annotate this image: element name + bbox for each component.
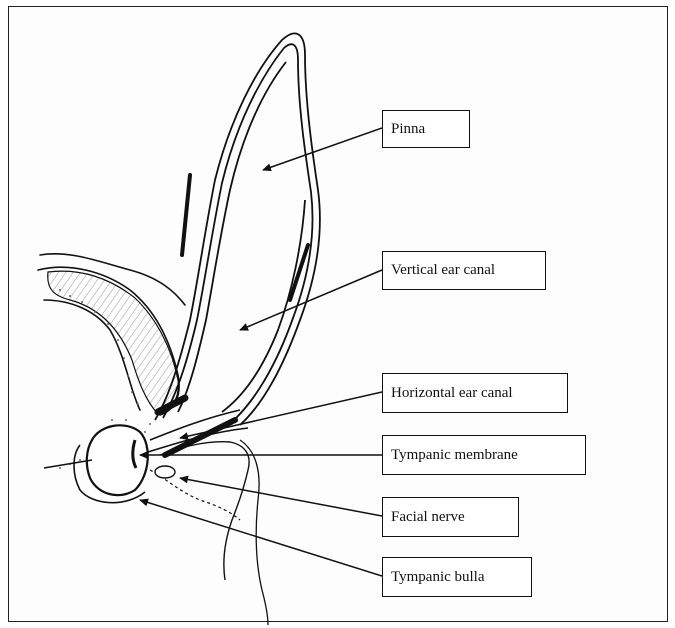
muscle-region [48,271,179,414]
tympanic-membrane-label: Tympanic membrane [382,435,586,475]
facial-nerve-leader [180,478,382,516]
horizontal-ear-canal-label: Horizontal ear canal [382,373,568,413]
tympanic-bulla-label: Tympanic bulla [382,557,532,597]
tympanic-bulla-leader [140,500,382,576]
tympanic-bulla-shape [87,425,148,495]
pinna-label: Pinna [382,110,470,148]
leader-lines [140,128,382,576]
pinna-leader [263,128,382,170]
vertical-ear-canal-label: Vertical ear canal [382,251,546,290]
vertical-canal-leader [240,270,382,330]
cartilage-bars [158,175,308,455]
pinna-outline [155,33,320,425]
facial-nerve-shape [155,466,175,478]
horizontal-canal-leader [180,392,382,438]
facial-nerve-label: Facial nerve [382,497,519,537]
